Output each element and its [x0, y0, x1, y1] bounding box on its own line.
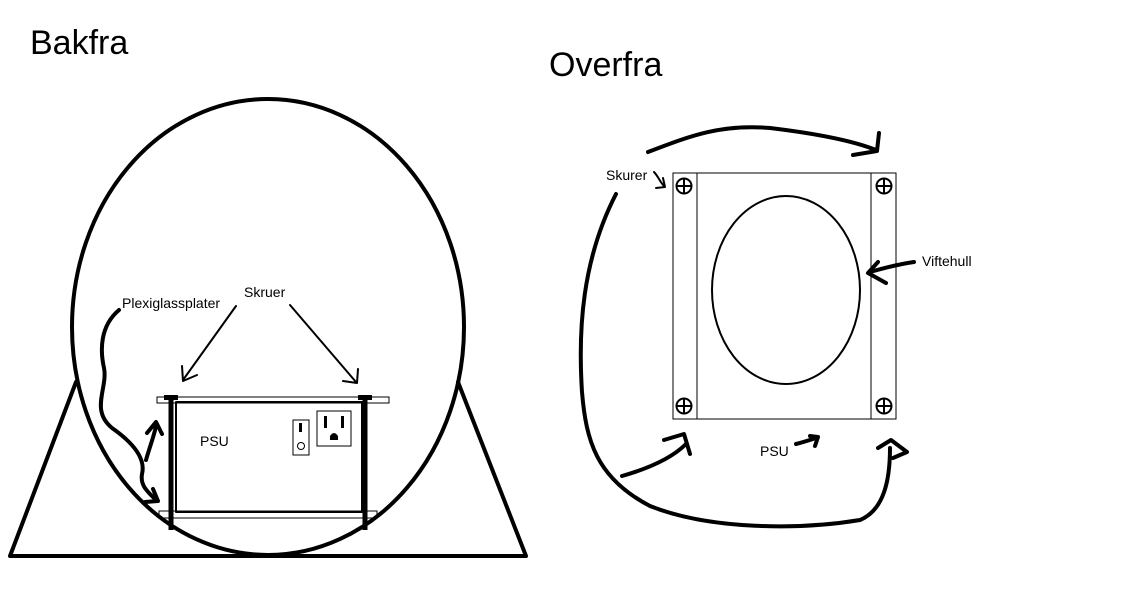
- fan-hole-label: Viftehull: [922, 253, 972, 269]
- power-socket: [316, 410, 352, 447]
- screws-arrow-top: [653, 171, 666, 189]
- back-view: Bakfra PSU Skruer: [8, 24, 528, 558]
- back-view-title: Bakfra: [30, 24, 128, 62]
- screw-icon: [875, 397, 893, 415]
- fan-hole-ellipse: [711, 195, 861, 385]
- fan-hole-arrow: [866, 260, 916, 285]
- rotation-arrow-top: [646, 125, 881, 157]
- screw-head-left: [164, 395, 178, 400]
- screw-icon: [675, 177, 693, 195]
- screw-icon: [875, 177, 893, 195]
- screws-label-back: Skruer: [244, 284, 286, 300]
- ring-ellipse: [70, 97, 466, 557]
- power-switch: [292, 419, 310, 456]
- plexiglass-arrows: [98, 308, 164, 504]
- screws-label-top: Skurer: [606, 167, 648, 183]
- psu-box: [175, 401, 363, 513]
- psu-arrow-top: [794, 434, 820, 448]
- screws-arrow-right: [289, 304, 359, 384]
- screw-head-right: [358, 395, 372, 400]
- top-view-title: Overfra: [549, 46, 662, 84]
- screws-arrow-left: [181, 305, 237, 382]
- screw-icon: [675, 397, 693, 415]
- psu-label-back: PSU: [200, 433, 229, 449]
- plexiglass-label: Plexiglassplater: [122, 295, 220, 311]
- rotation-arrow-bottom: [578, 192, 909, 529]
- top-view: Overfra Skurer: [549, 46, 972, 529]
- top-plate: [672, 172, 897, 420]
- stand-triangle: [8, 380, 528, 558]
- psu-label-top: PSU: [760, 443, 789, 459]
